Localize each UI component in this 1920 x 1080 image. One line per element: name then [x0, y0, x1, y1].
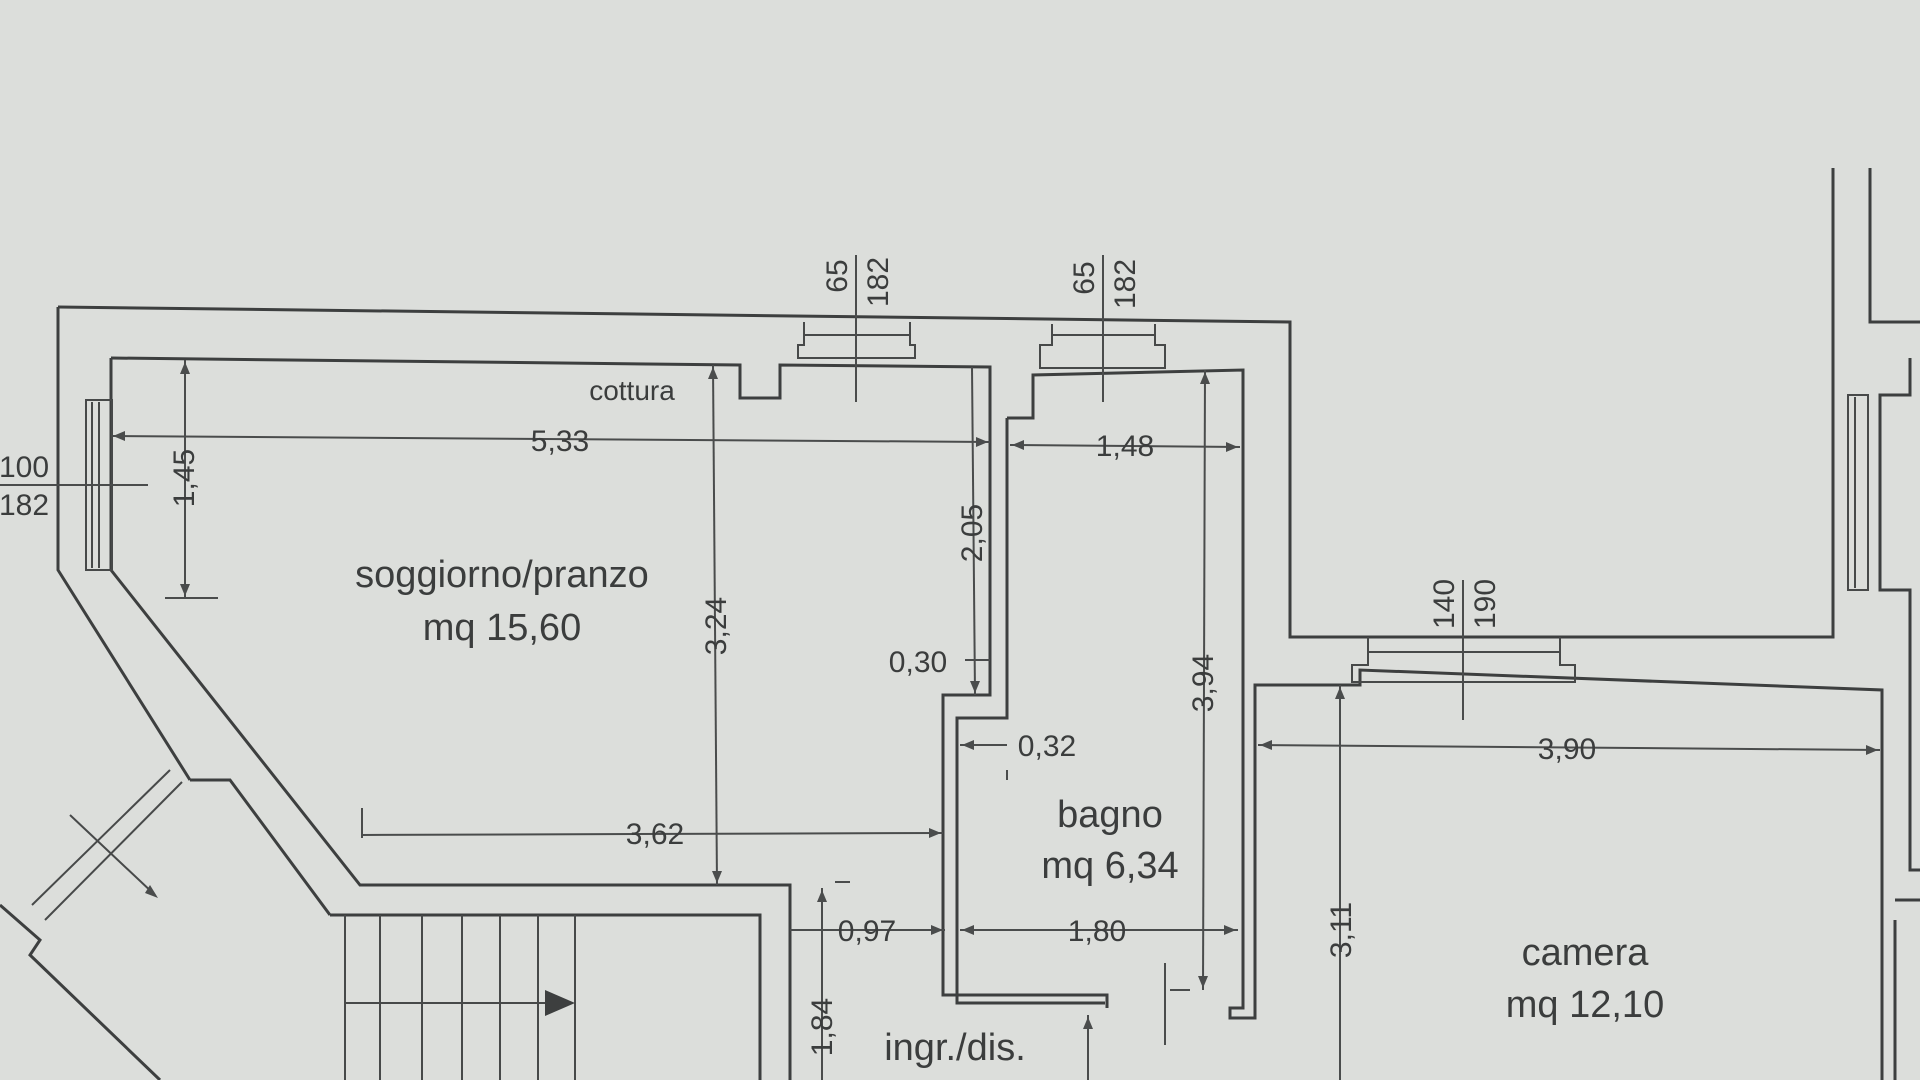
dim-living-height-mid: 3,24 [700, 597, 733, 655]
dim-niche-offset: 0,30 [889, 646, 947, 679]
dim-living-bottom-width: 3,62 [626, 818, 684, 851]
dim-living-height-left: 1,45 [168, 449, 201, 507]
window-bedroom-height: 190 [1469, 579, 1502, 629]
window-right [1847, 394, 1869, 591]
dimension-lines [0, 255, 1881, 1080]
dim-entry-height: 1,84 [806, 998, 839, 1056]
dim-bedroom-height: 3,11 [1325, 902, 1358, 958]
dim-bath-width-bottom: 1,80 [1068, 915, 1126, 948]
bedroom-name: camera [1522, 932, 1650, 974]
dim-bath-width-top: 1,48 [1096, 430, 1154, 463]
living-room-name: soggiorno/pranzo [355, 554, 649, 596]
window-bath-height: 182 [1109, 259, 1142, 309]
window-bath-width: 65 [1068, 261, 1101, 294]
door [31, 769, 183, 921]
dim-living-width: 5,33 [531, 425, 589, 458]
dim-bedroom-width: 3,90 [1538, 733, 1596, 766]
bath-area: mq 6,34 [1041, 845, 1178, 887]
window-left-width: 100 [0, 451, 49, 484]
window-left-height: 182 [0, 489, 49, 522]
stairs [344, 915, 576, 1080]
dim-niche-height: 2,05 [956, 504, 989, 562]
entry-label: ingr./dis. [884, 1027, 1026, 1069]
bath-name: bagno [1057, 794, 1163, 836]
living-room-area: mq 15,60 [423, 607, 581, 649]
window-kitchen-height: 182 [862, 257, 895, 307]
kitchen-label: cottura [589, 375, 675, 406]
dim-bath-offset: 0,32 [1018, 730, 1076, 763]
bedroom-area: mq 12,10 [1506, 984, 1664, 1026]
window-bedroom-width: 140 [1428, 579, 1461, 629]
dim-bath-height: 3,94 [1187, 654, 1220, 712]
dim-entry-width: 0,97 [838, 915, 896, 948]
window-kitchen-width: 65 [821, 259, 854, 292]
